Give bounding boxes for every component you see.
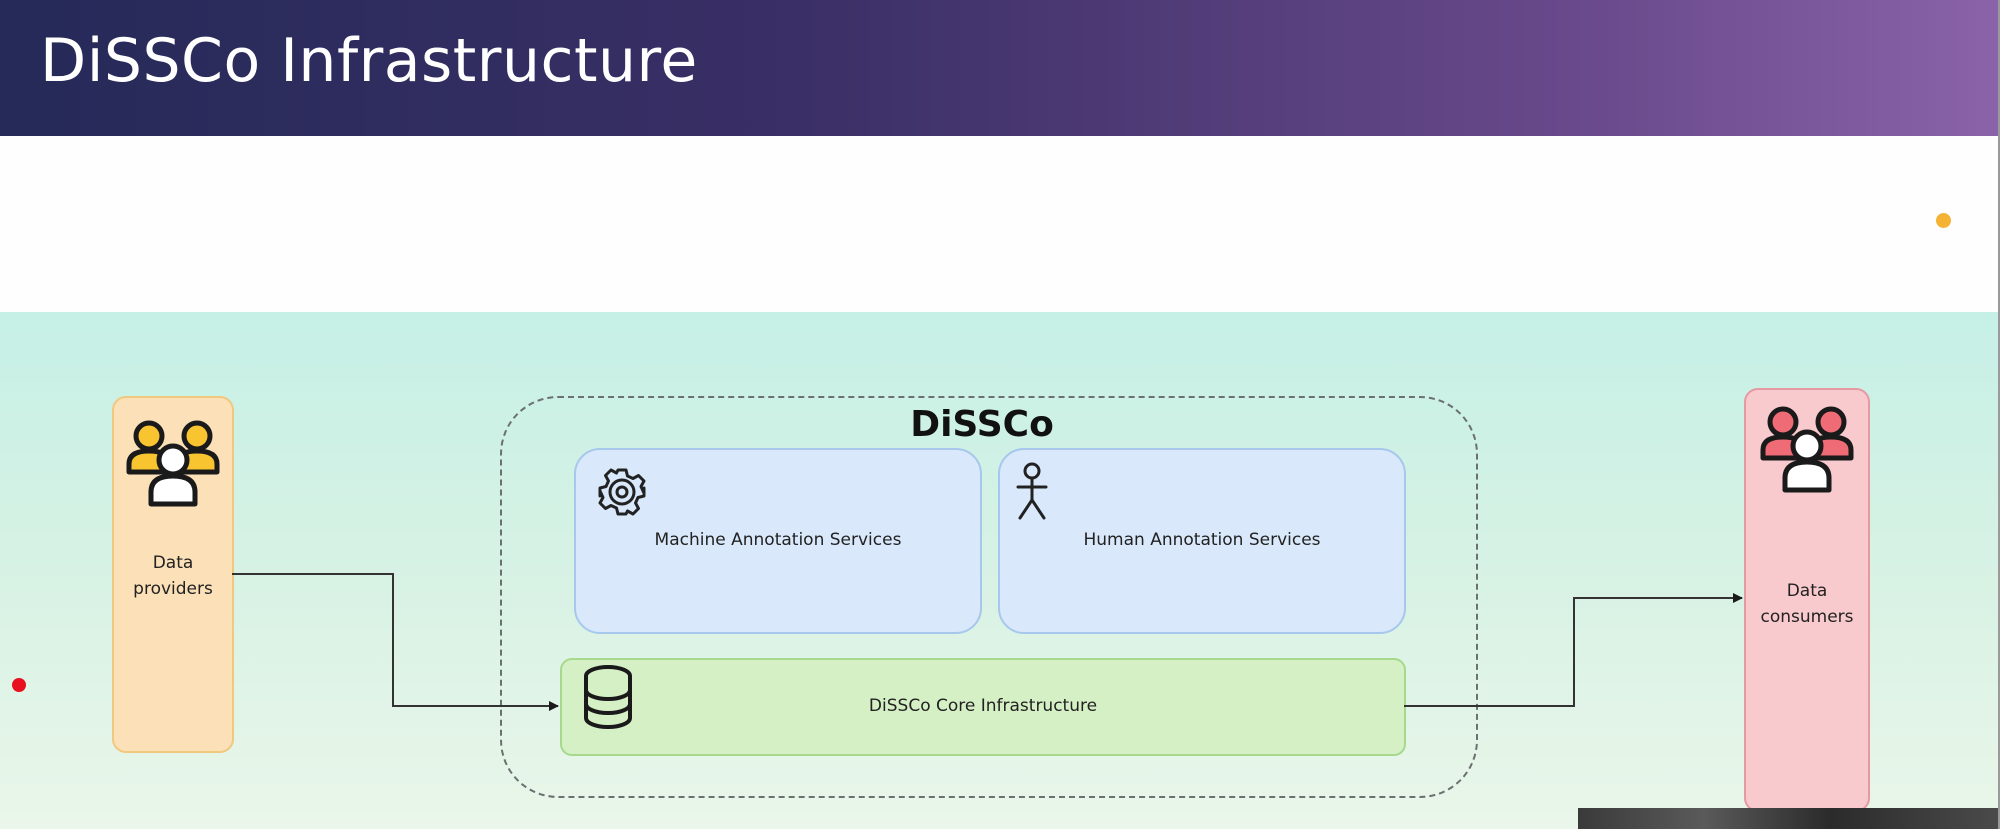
data-consumers-label: Data consumers [1746,578,1868,630]
data-providers-label-line2: providers [133,579,213,599]
person-icon [1016,462,1048,520]
machine-annotation-services-box: Machine Annotation Services [574,448,982,634]
data-consumers-box: Data consumers [1744,388,1870,812]
slide-white-band [0,136,2000,312]
data-providers-label-line1: Data [152,553,194,573]
human-annotation-services-label: Human Annotation Services [1083,530,1321,550]
users-group-icon [126,420,220,507]
users-group-icon [1760,406,1854,493]
slide-right-edge [1998,0,2000,829]
disscco-group-title: DiSSCo [910,404,1054,445]
data-providers-box: Data providers [112,396,234,753]
orange-pointer-dot [1936,213,1951,228]
disscco-core-infrastructure-label: DiSSCo Core Infrastructure [868,696,1098,716]
video-overlay-strip [1578,808,1998,829]
data-providers-label: Data providers [114,550,232,602]
disscco-core-infrastructure-box: DiSSCo Core Infrastructure [560,658,1406,756]
data-consumers-label-line2: consumers [1760,607,1854,627]
database-icon [584,665,632,729]
slide-header: DiSSCo Infrastructure [0,0,2000,136]
gear-icon [598,468,646,516]
red-pointer-dot [12,678,26,692]
providers-to-core-arrow [232,573,559,711]
core-to-consumers-arrow [1404,593,1743,707]
disscco-group-boundary [500,396,1478,798]
machine-annotation-services-label: Machine Annotation Services [654,530,902,550]
data-consumers-label-line1: Data [1786,581,1828,601]
slide-title: DiSSCo Infrastructure [40,26,698,96]
human-annotation-services-box: Human Annotation Services [998,448,1406,634]
